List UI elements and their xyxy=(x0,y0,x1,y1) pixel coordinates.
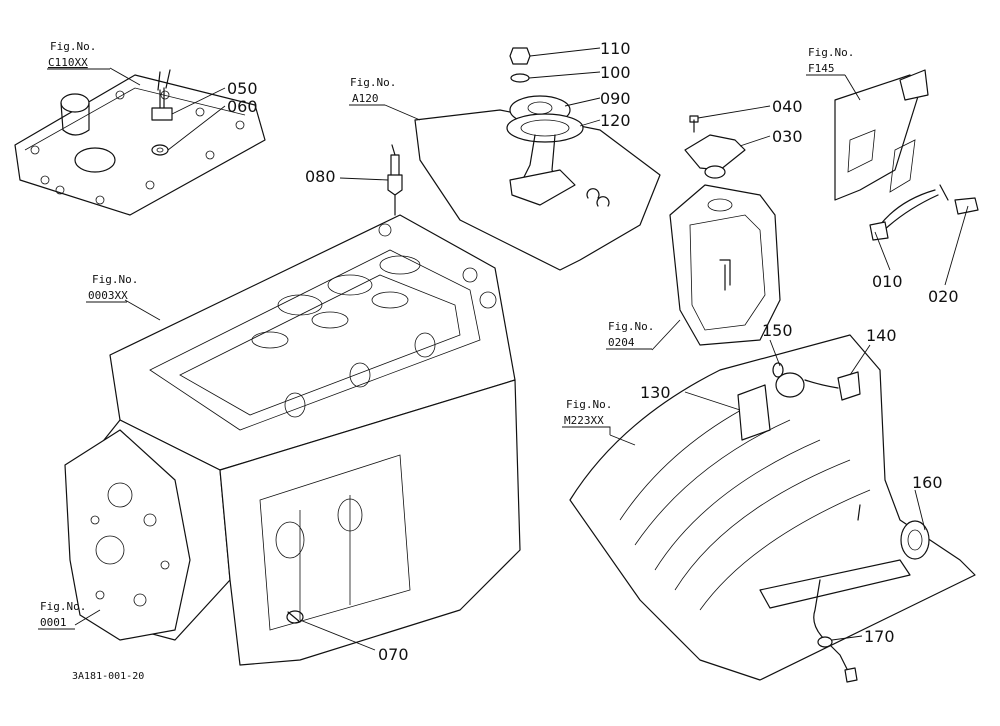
part-number-100: 100 xyxy=(600,63,631,82)
m223-panel xyxy=(569,334,976,683)
svg-text:Fig.No.: Fig.No. xyxy=(350,76,396,89)
part-number-150: 150 xyxy=(762,321,793,340)
part-number-130: 130 xyxy=(640,383,671,402)
part-number-060: 060 xyxy=(227,97,258,116)
part-number-050: 050 xyxy=(227,79,258,98)
svg-text:0001: 0001 xyxy=(40,616,67,629)
part-number-160: 160 xyxy=(912,473,943,492)
a120-panel xyxy=(414,47,661,271)
part-number-020: 020 xyxy=(928,287,959,306)
svg-text:0003XX: 0003XX xyxy=(88,289,128,302)
part-number-010: 010 xyxy=(872,272,903,291)
part-number-090: 090 xyxy=(600,89,631,108)
part-number-110: 110 xyxy=(600,39,631,58)
svg-text:A120: A120 xyxy=(352,92,379,105)
gear-case-housing xyxy=(669,115,781,346)
part-number-080: 080 xyxy=(305,167,336,186)
fig-ref-m223xx: Fig.No. M223XX xyxy=(562,398,612,435)
part-number-170: 170 xyxy=(864,627,895,646)
part-number-070: 070 xyxy=(378,645,409,664)
svg-text:M223XX: M223XX xyxy=(564,414,604,427)
fig-ref-a120: Fig.No. A120 xyxy=(349,76,396,106)
part-number-140: 140 xyxy=(866,326,897,345)
svg-text:Fig.No.: Fig.No. xyxy=(566,398,612,411)
top-cover-assembly xyxy=(14,69,266,216)
fig-ref-0204: Fig.No. 0204 xyxy=(606,320,654,350)
svg-text:Fig.No.: Fig.No. xyxy=(608,320,654,333)
leader-lines xyxy=(74,47,969,651)
figure-references: Fig.No. C110XX Fig.No. A120 Fig.No. F145… xyxy=(38,40,854,630)
fig-ref-c110xx: Fig.No. C110XX xyxy=(47,40,110,70)
svg-text:Fig.No.: Fig.No. xyxy=(92,273,138,286)
part-number-120: 120 xyxy=(600,111,631,130)
svg-text:C110XX: C110XX xyxy=(48,56,88,69)
fig-ref-0003xx: Fig.No. 0003XX xyxy=(86,273,138,303)
svg-text:Fig.No.: Fig.No. xyxy=(40,600,86,613)
svg-text:0204: 0204 xyxy=(608,336,635,349)
engine-block xyxy=(64,144,521,666)
svg-text:F145: F145 xyxy=(808,62,835,75)
drawing-code: 3A181-001-20 xyxy=(72,671,144,682)
fig-ref-f145: Fig.No. F145 xyxy=(806,46,854,76)
svg-text:Fig.No.: Fig.No. xyxy=(50,40,96,53)
svg-text:Fig.No.: Fig.No. xyxy=(808,46,854,59)
part-number-040: 040 xyxy=(772,97,803,116)
fig-ref-0001: Fig.No. 0001 xyxy=(38,600,86,630)
f145-bracket xyxy=(834,69,979,241)
part-labels: 110 100 090 120 040 030 050 060 080 010 … xyxy=(227,39,959,664)
part-number-030: 030 xyxy=(772,127,803,146)
